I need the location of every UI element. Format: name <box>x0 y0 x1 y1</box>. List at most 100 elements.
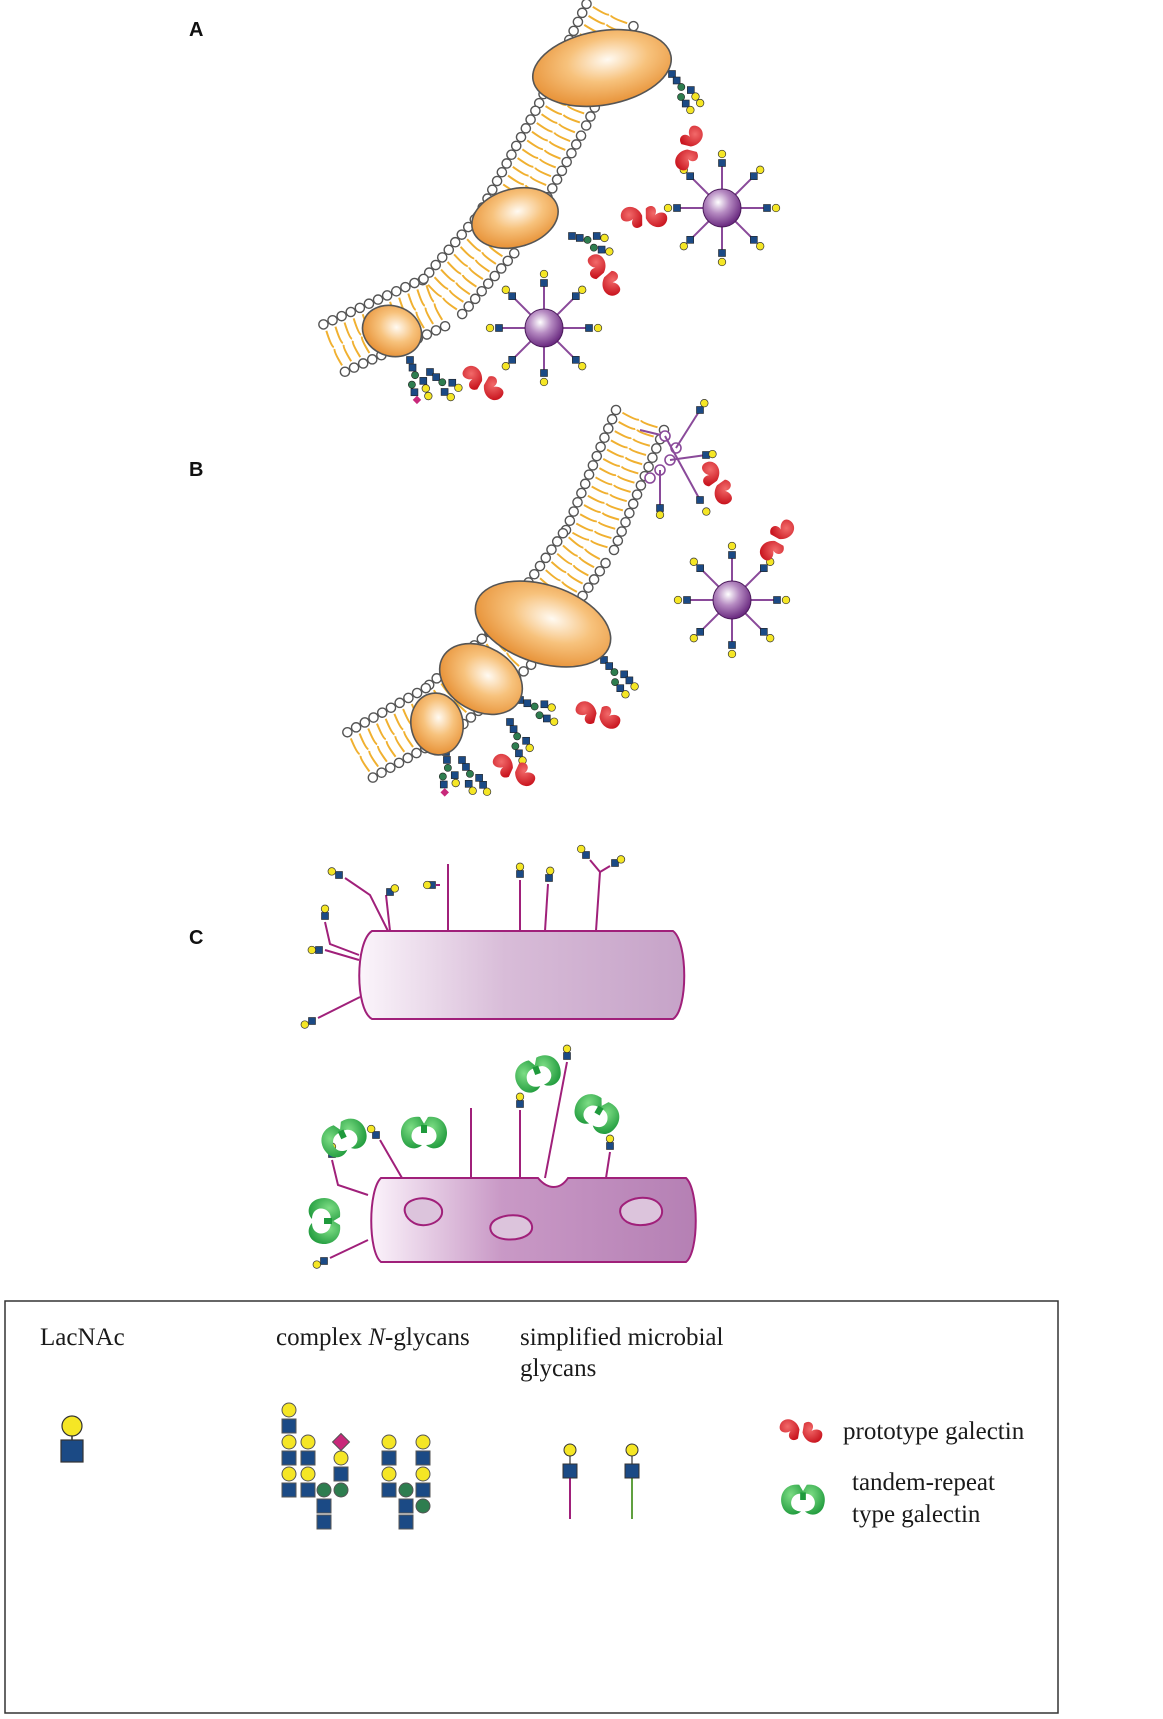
lipid-head <box>390 286 402 297</box>
lipid-head <box>368 712 379 723</box>
lipid-head <box>612 535 624 547</box>
lipid-tail <box>448 289 464 303</box>
sialic-acid-residue <box>412 395 422 405</box>
glcnac-residue <box>315 946 323 954</box>
glcnac-residue <box>696 628 704 636</box>
lipid-head <box>420 682 432 694</box>
panel-a: A <box>189 0 781 405</box>
mannose-residue <box>535 711 544 720</box>
lipid-head <box>439 320 451 332</box>
legend-tandem-label-line1: tandem-repeat <box>852 1469 995 1496</box>
lipid-head <box>350 722 362 733</box>
glcnac-residue <box>718 159 726 167</box>
glcnac-residue <box>540 279 548 287</box>
mannose-residue <box>411 371 419 380</box>
glcnac-residue <box>572 292 580 300</box>
lipid-head <box>534 560 546 572</box>
lipid-tail <box>588 15 606 25</box>
lipid-tail <box>597 521 616 530</box>
glcnac-residue <box>728 641 736 649</box>
lipid-head <box>327 314 338 326</box>
lipid-tail <box>566 572 584 585</box>
galactose-residue <box>367 1124 376 1134</box>
lipid-head <box>540 552 552 564</box>
lipid-tail <box>609 14 628 25</box>
lipid-tail <box>556 552 573 566</box>
lipid-head <box>620 517 631 528</box>
galactose-residue <box>655 510 665 519</box>
lipid-head <box>568 506 579 517</box>
lipid-head <box>591 450 603 462</box>
lipid-tail <box>632 438 651 447</box>
lipid-head <box>518 666 529 677</box>
lipid-tail <box>351 340 362 358</box>
lipid-head <box>583 469 595 480</box>
lipid-head <box>385 702 397 714</box>
lipid-head <box>345 306 357 318</box>
glcnac-residue <box>448 378 457 387</box>
glcnac-residue <box>522 736 530 745</box>
lipid-head <box>506 149 517 160</box>
glcnac-residue <box>597 245 606 254</box>
galactose-residue <box>312 1260 321 1269</box>
lipid-tail <box>474 259 490 273</box>
lipid-tail <box>367 728 378 746</box>
lipid-tail <box>602 457 621 467</box>
glcnac-residue <box>568 232 576 240</box>
lipid-tail <box>562 544 578 557</box>
glcnac-residue <box>760 628 768 636</box>
lipid-tail <box>545 105 563 115</box>
lipid-tail <box>536 122 553 133</box>
lipid-tail <box>453 253 468 268</box>
lipid-head <box>631 489 643 500</box>
lipid-tail <box>507 174 525 186</box>
microbial-glycan-stalk <box>324 921 360 956</box>
lipid-tail <box>583 504 601 514</box>
panel-c-label: C <box>189 927 203 949</box>
lipid-tail <box>620 465 639 475</box>
lipid-tail <box>334 326 344 344</box>
galactose-residue <box>307 945 316 955</box>
lipid-tail <box>571 531 590 541</box>
lipid-tail <box>440 268 455 283</box>
lipid-tail <box>575 522 594 532</box>
lipid-tail <box>531 130 549 142</box>
galactose-residue <box>756 242 765 251</box>
glcnac-residue <box>443 756 451 764</box>
lipid-tail <box>609 493 628 503</box>
galactose-residue <box>547 703 556 712</box>
ligand-core <box>524 308 564 348</box>
lipid-head <box>421 329 433 340</box>
lipid-head <box>576 487 587 499</box>
lipid-tail <box>538 158 557 169</box>
galactose-residue <box>501 362 510 371</box>
lipid-tail <box>394 735 406 753</box>
lipid-head <box>430 325 442 336</box>
lipid-head <box>372 294 384 305</box>
glcnac-residue <box>426 368 434 376</box>
galactose-residue <box>702 507 711 516</box>
galactose-residue <box>578 285 587 294</box>
lipid-tail <box>550 561 567 574</box>
glcnac-residue <box>668 70 676 78</box>
glcnac-residue <box>686 236 694 244</box>
glcnac-residue <box>606 1142 614 1150</box>
lipid-tail <box>376 723 387 741</box>
lipid-tail <box>534 167 552 178</box>
lipid-head <box>624 507 635 519</box>
lipid-head <box>568 25 579 37</box>
lipid-head <box>616 526 627 537</box>
lipid-tail <box>561 581 578 593</box>
lipid-tail <box>639 419 658 429</box>
mannose-residue <box>407 380 416 389</box>
galactose-residue <box>300 1020 309 1029</box>
lipid-head <box>525 114 536 125</box>
lipid-head <box>357 358 369 369</box>
lipid-head <box>587 460 599 471</box>
lipid-tail <box>621 411 640 421</box>
sialic-acid-residue <box>440 788 449 797</box>
glcnac-residue <box>773 596 781 604</box>
glcnac-residue <box>508 356 516 364</box>
lipid-head <box>576 7 588 19</box>
lipid-head <box>402 752 414 764</box>
